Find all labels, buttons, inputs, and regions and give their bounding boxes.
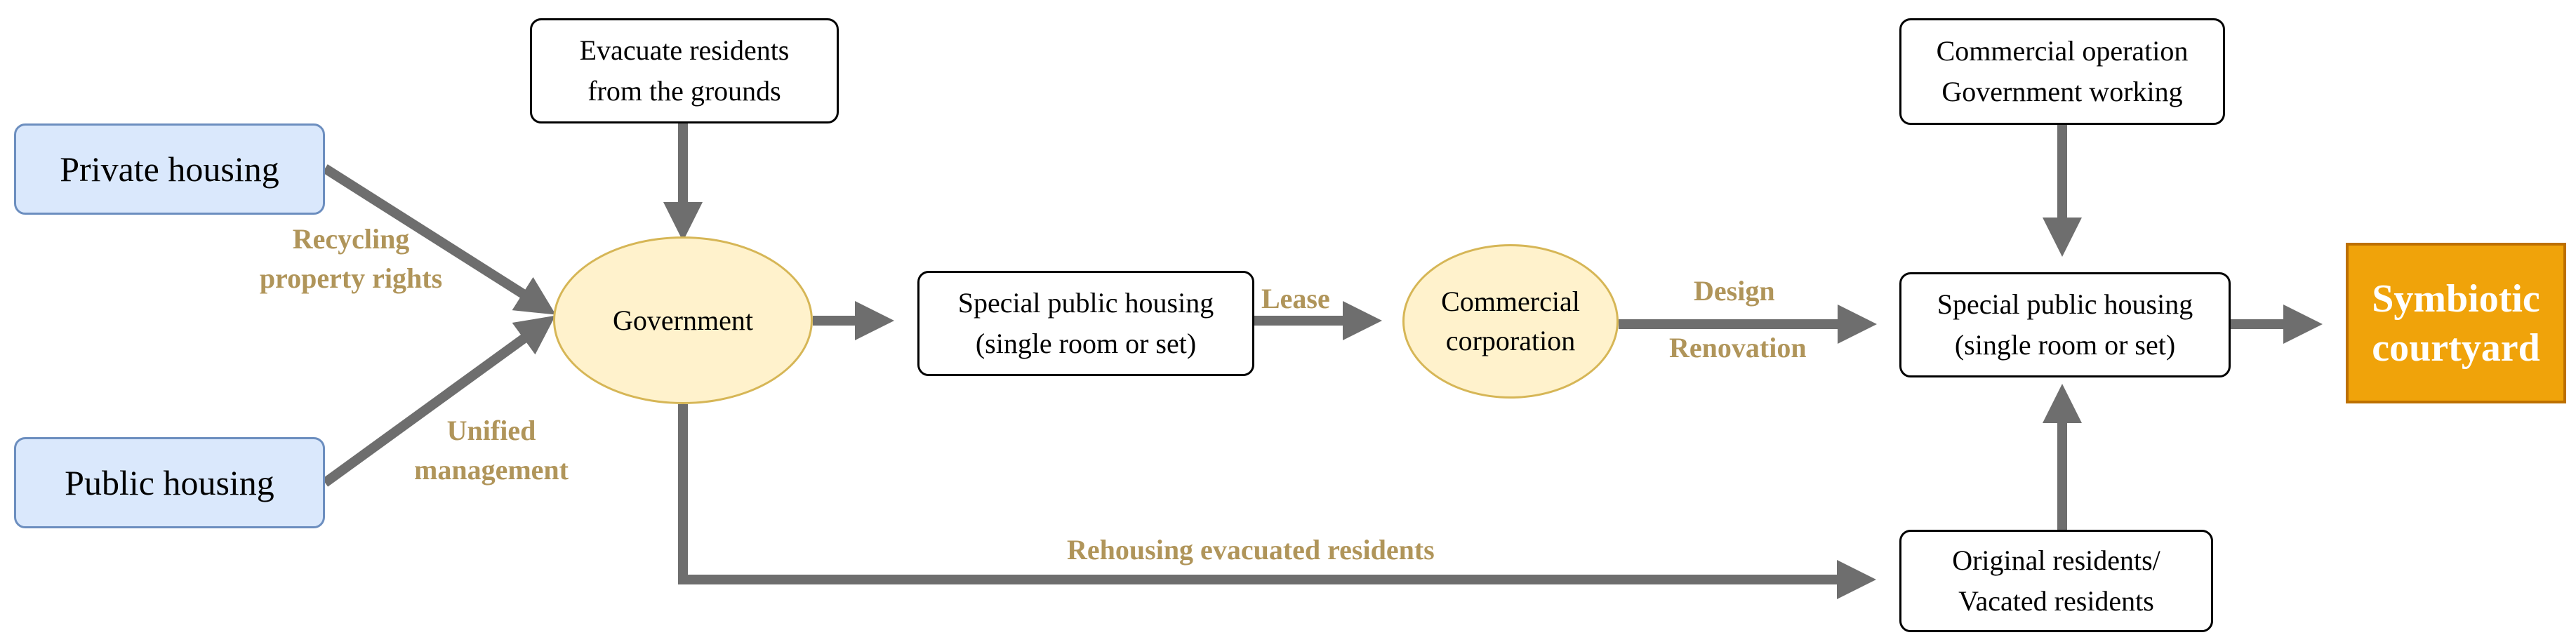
- edge-label-recycling: Recycling property rights: [259, 223, 443, 294]
- public-housing-text: Public housing: [65, 463, 274, 502]
- edge-label-lease: Lease: [1261, 283, 1330, 314]
- special-housing-text-2: Special public housing (single room or s…: [1937, 288, 2193, 361]
- commercial-corporation-text: Commercial corporation: [1441, 286, 1580, 356]
- commercial-corporation-node: Commercial corporation: [1402, 244, 1619, 399]
- public-housing-node: Public housing: [14, 437, 325, 528]
- arrow-public-to-government: [321, 315, 556, 487]
- private-housing-text: Private housing: [60, 149, 279, 189]
- edge-label-rehousing: Rehousing evacuated residents: [1067, 534, 1435, 566]
- arrow-private-to-government: [322, 164, 556, 315]
- special-housing-node-2: Special public housing (single room or s…: [1899, 272, 2231, 377]
- evacuate-residents-node: Evacuate residents from the grounds: [530, 18, 839, 123]
- edge-label-unified: Unified management: [414, 415, 569, 486]
- government-node: Government: [553, 236, 813, 404]
- private-housing-node: Private housing: [14, 123, 325, 215]
- arrow-government-to-residents: [678, 404, 1876, 599]
- commercial-operation-text: Commercial operation Government working: [1936, 35, 2189, 107]
- original-residents-node: Original residents/ Vacated residents: [1899, 530, 2213, 632]
- edge-label-renovation: Renovation: [1669, 332, 1807, 363]
- commercial-operation-node: Commercial operation Government working: [1899, 18, 2225, 125]
- special-housing-node-1: Special public housing (single room or s…: [917, 271, 1254, 376]
- symbiotic-courtyard-node: Symbiotic courtyard: [2346, 243, 2566, 403]
- symbiotic-courtyard-text: Symbiotic courtyard: [2372, 276, 2540, 370]
- government-text: Government: [613, 304, 753, 336]
- edge-label-design: Design: [1694, 275, 1775, 307]
- special-housing-text-1: Special public housing (single room or s…: [957, 287, 1214, 359]
- evacuate-residents-text: Evacuate residents from the grounds: [579, 34, 790, 107]
- original-residents-text: Original residents/ Vacated residents: [1952, 544, 2160, 617]
